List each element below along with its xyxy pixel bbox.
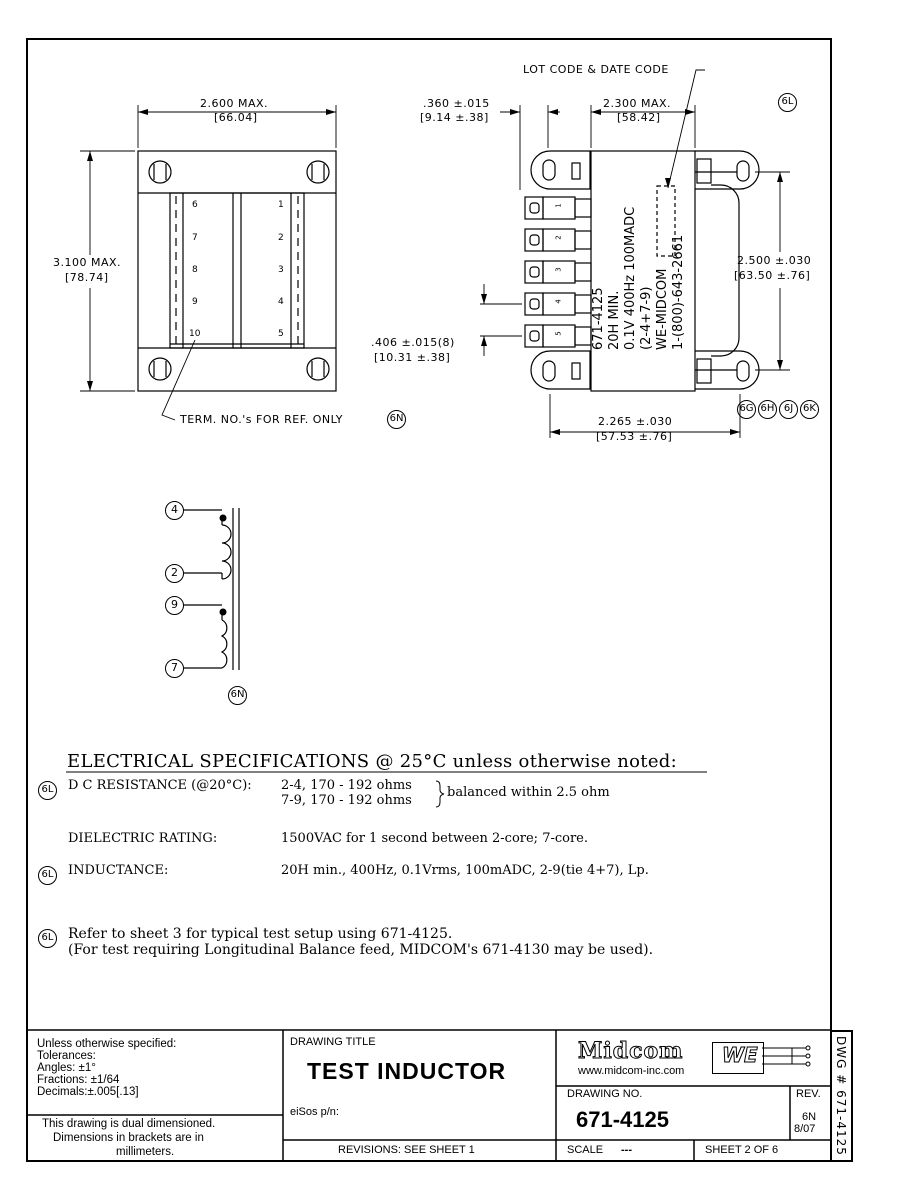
we-logo: WE — [722, 1043, 759, 1067]
term-7: 7 — [192, 233, 198, 243]
rev-tag-ref: 6L — [38, 929, 57, 948]
tol-line-1: Unless otherwise specified: — [37, 1038, 177, 1050]
dual-line-2: Dimensions in brackets are in — [53, 1132, 204, 1144]
offset-dim-mm: [9.14 ±.38] — [420, 111, 489, 124]
dc-balance-note: balanced within 2.5 ohm — [447, 785, 610, 800]
ref-note-line-1: Refer to sheet 3 for typical test setup … — [68, 926, 453, 942]
rev-tag-6n-front: 6N — [387, 410, 406, 429]
term-2: 2 — [278, 233, 284, 243]
dc-resistance-value-1: 2-4, 170 - 192 ohms — [281, 778, 412, 793]
rev-tag-6h: 6H — [758, 400, 777, 419]
drawing-no: 671-4125 — [576, 1107, 669, 1132]
rev-date: 8/07 — [794, 1123, 816, 1135]
lot-code-label: LOT CODE & DATE CODE — [523, 63, 669, 76]
term-ref-note: TERM. NO.'s FOR REF. ONLY — [180, 413, 344, 426]
schematic-lines — [183, 508, 240, 670]
side-view-dimensions — [480, 69, 790, 438]
inductance-value: 20H min., 400Hz, 0.1Vrms, 100mADC, 2-9(t… — [281, 863, 649, 878]
midcom-logo: Midcom — [577, 1038, 684, 1064]
dual-line-1: This drawing is dual dimensioned. — [42, 1118, 216, 1130]
scale-value: --- — [621, 1144, 632, 1156]
dielectric-label: DIELECTRIC RATING: — [68, 831, 218, 846]
term-6: 6 — [192, 200, 198, 210]
ref-note-line-2: (For test requiring Longitudinal Balance… — [68, 942, 654, 958]
side-width-dim-mm: [58.42] — [617, 111, 661, 124]
inductance-label: INDUCTANCE: — [68, 863, 169, 878]
drawing-title: TEST INDUCTOR — [307, 1058, 507, 1084]
rev-tag-6k: 6K — [800, 400, 819, 419]
dual-line-3: millimeters. — [116, 1146, 175, 1158]
term-5: 5 — [278, 329, 284, 339]
rev-label: REV. — [796, 1088, 821, 1100]
side-height-dim-mm: [63.50 ±.76] — [734, 269, 811, 282]
rev-value: 6N — [802, 1111, 817, 1123]
front-width-dim-mm: [66.04] — [214, 111, 258, 124]
side-width-dim: 2.300 MAX. — [603, 97, 672, 110]
rev-tag-inductance: 6L — [38, 866, 57, 885]
mount-dim: 2.265 ±.030 — [598, 415, 673, 428]
drawing-title-label: DRAWING TITLE — [290, 1036, 376, 1048]
schematic-dots — [219, 514, 227, 616]
spec-heading: ELECTRICAL SPECIFICATIONS @ 25°C unless … — [67, 751, 677, 772]
tol-line-4: Fractions: ±1/64 — [37, 1074, 120, 1086]
front-height-dim-mm: [78.74] — [65, 271, 109, 284]
rev-tag-6n-schematic: 6N — [228, 686, 247, 705]
term-9: 9 — [192, 297, 198, 307]
dielectric-value: 1500VAC for 1 second between 2-core; 7-c… — [281, 831, 589, 846]
term-8: 8 — [192, 265, 198, 275]
title-block-lines — [26, 1029, 830, 1162]
dwg-number-tab-text: DWG # 671-4125 — [834, 1036, 848, 1156]
pitch-dim: .406 ±.015(8) — [371, 336, 455, 349]
front-height-dim: 3.100 MAX. — [53, 256, 122, 269]
schematic-pin-9: 9 — [165, 596, 184, 615]
front-width-dim: 2.600 MAX. — [200, 97, 269, 110]
eisos-label: eiSos p/n: — [290, 1106, 339, 1118]
pitch-dim-mm: [10.31 ±.38] — [374, 351, 451, 364]
website: www.midcom-inc.com — [578, 1065, 685, 1077]
rev-tag-dc: 6L — [38, 781, 57, 800]
schematic-pin-2: 2 — [165, 564, 184, 583]
revisions-note: REVISIONS: SEE SHEET 1 — [338, 1144, 475, 1156]
side-height-dim: 2.500 ±.030 — [737, 254, 812, 267]
dc-resistance-value-2: 7-9, 170 - 192 ohms — [281, 793, 412, 808]
dimension-arrowheads — [87, 109, 783, 435]
dc-brace — [435, 780, 445, 808]
schematic-pin-7: 7 — [165, 659, 184, 678]
side-view-outline — [524, 150, 760, 392]
rev-tag-6j: 6J — [779, 400, 798, 419]
term-1: 1 — [278, 200, 284, 210]
mount-dim-mm: [57.53 ±.76] — [596, 430, 673, 443]
dc-resistance-label: D C RESISTANCE (@20°C): — [68, 778, 252, 793]
sheet-number: SHEET 2 OF 6 — [705, 1144, 779, 1156]
offset-dim: .360 ±.015 — [423, 97, 490, 110]
drawing-border — [26, 38, 832, 1162]
tol-line-2: Tolerances: — [37, 1050, 96, 1062]
we-logo-box — [712, 1042, 764, 1074]
dwg-number-tab: DWG # 671-4125 — [830, 1030, 853, 1162]
drawing-no-label: DRAWING NO. — [567, 1088, 643, 1100]
term-3: 3 — [278, 265, 284, 275]
front-view-dimensions — [80, 105, 337, 421]
rev-tag-6g: 6G — [737, 400, 756, 419]
scale-label: SCALE — [567, 1144, 604, 1156]
tol-line-5: Decimals:±.005[.13] — [37, 1086, 139, 1098]
term-4: 4 — [278, 297, 284, 307]
rev-tag-6l-side: 6L — [778, 93, 797, 112]
front-view-outline — [137, 150, 337, 392]
tol-line-3: Angles: ±1° — [37, 1062, 96, 1074]
term-10: 10 — [189, 329, 201, 339]
schematic-pin-4: 4 — [165, 501, 184, 520]
